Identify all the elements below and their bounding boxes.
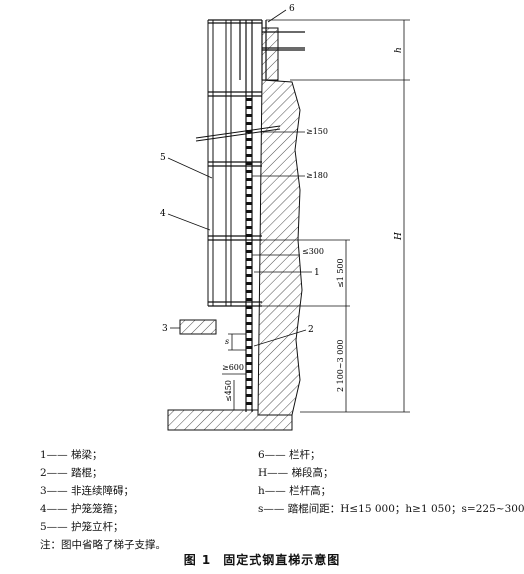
dimension-lines (222, 19, 410, 413)
top-railing (239, 20, 305, 80)
legend-item: 2—— 踏棍； (40, 467, 103, 479)
figure-number: 图 1 (183, 553, 212, 567)
ground-hatch (167, 409, 293, 431)
dim-le450: ≤450 (224, 380, 233, 402)
legend-item: 5—— 护笼立杆； (40, 521, 124, 533)
legend-item: h—— 栏杆高； (258, 485, 332, 497)
rung (246, 106, 252, 109)
rung (246, 98, 252, 101)
rung (246, 258, 252, 261)
leader-lines (167, 9, 312, 347)
callout-1: 1 (314, 268, 320, 278)
break-lines (195, 125, 281, 142)
wall-hatch (257, 79, 303, 416)
rung (246, 370, 252, 373)
rung (246, 146, 252, 149)
dim-le300: ≤300 (302, 247, 324, 256)
legend-item: 4—— 护笼笼箍； (40, 503, 124, 515)
figure-title: 固定式钢直梯示意图 (223, 553, 341, 567)
parapet-hatch (261, 27, 279, 81)
rung (246, 210, 252, 213)
dim-s: s (225, 337, 229, 346)
legend-item: s—— 踏棍间距：H≤15 000；h≥1 050；s=225~300。 (258, 503, 524, 515)
callout-2: 2 (308, 325, 314, 335)
legend-item: 1—— 梯梁； (40, 449, 103, 461)
rung (246, 122, 252, 125)
figure-caption: 图 1 固定式钢直梯示意图 (0, 551, 524, 568)
rung (246, 346, 252, 349)
legend-item: 6—— 栏杆； (258, 449, 321, 461)
rung (246, 250, 252, 253)
rung (246, 162, 252, 165)
callout-6: 6 (289, 4, 295, 14)
rung (246, 290, 252, 293)
rung (246, 178, 252, 181)
obstacle (179, 319, 217, 335)
rung (246, 330, 252, 333)
legend-note: 注：图中省略了梯子支撑。 (40, 539, 166, 551)
rung (246, 194, 252, 197)
rung (246, 322, 252, 325)
rung (246, 114, 252, 117)
rung (246, 226, 252, 229)
rung (246, 154, 252, 157)
rung (246, 186, 252, 189)
rung (246, 378, 252, 381)
dim-ge150: ≥150 (306, 127, 328, 136)
ladder-diagram: 6 5 4 1 2 3 ≥150 ≥180 ≤300 ≥600 s ≤450 ≤… (160, 4, 410, 431)
rung (246, 402, 252, 405)
rung (246, 298, 252, 301)
rung (246, 314, 252, 317)
cage-hoops (208, 19, 262, 307)
cage-verticals (207, 20, 232, 306)
rung (246, 242, 252, 245)
legend-item: 3—— 非连续障碍； (40, 485, 135, 497)
callout-3: 3 (162, 324, 168, 334)
legend-item: H—— 梯段高； (258, 467, 334, 479)
rung (246, 218, 252, 221)
rung (246, 386, 252, 389)
callout-4: 4 (160, 209, 166, 219)
ladder-rungs (246, 98, 252, 405)
ladder-stiles (245, 20, 253, 412)
callout-5: 5 (160, 153, 166, 163)
dim-h: h (394, 47, 404, 53)
dim-ge600: ≥600 (222, 363, 244, 372)
rung (246, 202, 252, 205)
rung (246, 274, 252, 277)
dim-ge180: ≥180 (306, 171, 328, 180)
dim-range: 2 100~3 000 (336, 339, 345, 392)
rung (246, 266, 252, 269)
rung (246, 394, 252, 397)
rung (246, 338, 252, 341)
dim-le1500: ≤1 500 (336, 258, 345, 288)
rung (246, 138, 252, 141)
rung (246, 282, 252, 285)
rung (246, 170, 252, 173)
rung (246, 130, 252, 133)
dim-H: H (394, 232, 404, 241)
rung (246, 354, 252, 357)
rung (246, 362, 252, 365)
rung (246, 306, 252, 309)
